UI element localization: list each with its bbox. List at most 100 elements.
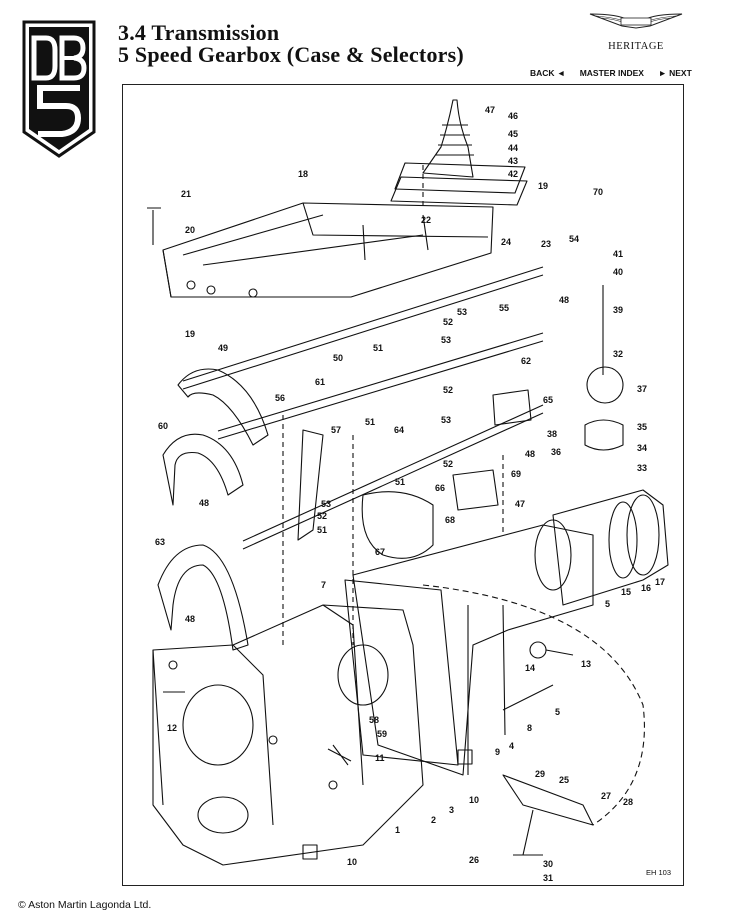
heritage-label: HERITAGE	[608, 41, 664, 52]
svg-text:17: 17	[655, 577, 665, 587]
copyright-notice: © Aston Martin Lagonda Ltd.	[18, 899, 152, 911]
db5-logo	[22, 20, 96, 158]
svg-text:65: 65	[543, 395, 553, 405]
svg-text:61: 61	[315, 377, 325, 387]
svg-text:7: 7	[321, 580, 326, 590]
svg-text:48: 48	[185, 614, 195, 624]
svg-text:36: 36	[551, 447, 561, 457]
aston-martin-brand: HERITAGE	[586, 10, 686, 52]
svg-text:53: 53	[457, 307, 467, 317]
svg-text:24: 24	[501, 237, 511, 247]
svg-text:12: 12	[167, 723, 177, 733]
svg-text:25: 25	[559, 775, 569, 785]
svg-text:41: 41	[613, 249, 623, 259]
page-title: 3.4 Transmission 5 Speed Gearbox (Case &…	[118, 22, 464, 66]
svg-text:40: 40	[613, 267, 623, 277]
svg-text:9: 9	[495, 747, 500, 757]
svg-text:43: 43	[508, 156, 518, 166]
title-line-1: 3.4 Transmission	[118, 20, 280, 45]
svg-text:50: 50	[333, 353, 343, 363]
svg-text:22: 22	[421, 215, 431, 225]
svg-text:54: 54	[569, 234, 579, 244]
svg-text:35: 35	[637, 422, 647, 432]
page-navigation: BACK ◄ MASTER INDEX ► NEXT	[530, 68, 692, 78]
figure-id: EH 103	[645, 868, 671, 877]
svg-text:60: 60	[158, 421, 168, 431]
svg-text:49: 49	[218, 343, 228, 353]
svg-text:69: 69	[511, 469, 521, 479]
svg-text:52: 52	[443, 317, 453, 327]
svg-text:68: 68	[445, 515, 455, 525]
svg-text:19: 19	[185, 329, 195, 339]
svg-text:45: 45	[508, 129, 518, 139]
svg-text:1: 1	[395, 825, 400, 835]
svg-text:18: 18	[298, 169, 308, 179]
svg-text:19: 19	[538, 181, 548, 191]
svg-text:38: 38	[547, 429, 557, 439]
svg-text:8: 8	[527, 723, 532, 733]
svg-text:48: 48	[199, 498, 209, 508]
svg-text:42: 42	[508, 169, 518, 179]
svg-text:20: 20	[185, 225, 195, 235]
svg-text:57: 57	[331, 425, 341, 435]
svg-text:32: 32	[613, 349, 623, 359]
svg-text:28: 28	[623, 797, 633, 807]
svg-text:37: 37	[637, 384, 647, 394]
svg-text:10: 10	[469, 795, 479, 805]
svg-text:5: 5	[605, 599, 610, 609]
back-link[interactable]: BACK ◄	[530, 68, 566, 78]
svg-text:47: 47	[515, 499, 525, 509]
svg-text:59: 59	[377, 729, 387, 739]
svg-text:67: 67	[375, 547, 385, 557]
svg-text:47: 47	[485, 105, 495, 115]
svg-text:39: 39	[613, 305, 623, 315]
title-line-2: 5 Speed Gearbox (Case & Selectors)	[118, 42, 464, 67]
svg-text:53: 53	[441, 335, 451, 345]
svg-text:52: 52	[443, 459, 453, 469]
svg-text:46: 46	[508, 111, 518, 121]
svg-text:5: 5	[555, 707, 560, 717]
svg-text:21: 21	[181, 189, 191, 199]
svg-text:58: 58	[369, 715, 379, 725]
svg-text:26: 26	[469, 855, 479, 865]
svg-text:31: 31	[543, 873, 553, 883]
svg-text:62: 62	[521, 356, 531, 366]
svg-text:3: 3	[449, 805, 454, 815]
svg-text:27: 27	[601, 791, 611, 801]
svg-text:53: 53	[321, 499, 331, 509]
svg-text:55: 55	[499, 303, 509, 313]
svg-text:11: 11	[375, 753, 385, 763]
svg-text:13: 13	[581, 659, 591, 669]
svg-text:34: 34	[637, 443, 647, 453]
svg-text:44: 44	[508, 143, 518, 153]
master-index-link[interactable]: MASTER INDEX	[579, 68, 644, 78]
svg-text:15: 15	[621, 587, 631, 597]
svg-text:66: 66	[435, 483, 445, 493]
svg-text:2: 2	[431, 815, 436, 825]
svg-text:16: 16	[641, 583, 651, 593]
svg-text:4: 4	[509, 741, 514, 751]
svg-text:63: 63	[155, 537, 165, 547]
svg-text:64: 64	[394, 425, 404, 435]
svg-text:48: 48	[559, 295, 569, 305]
svg-text:23: 23	[541, 239, 551, 249]
svg-text:51: 51	[395, 477, 405, 487]
svg-text:51: 51	[365, 417, 375, 427]
svg-text:48: 48	[525, 449, 535, 459]
next-link[interactable]: ► NEXT	[658, 68, 692, 78]
svg-text:52: 52	[443, 385, 453, 395]
svg-text:52: 52	[317, 511, 327, 521]
svg-text:51: 51	[373, 343, 383, 353]
svg-text:14: 14	[525, 663, 535, 673]
svg-text:33: 33	[637, 463, 647, 473]
svg-text:51: 51	[317, 525, 327, 535]
aston-martin-wings-icon	[589, 13, 683, 29]
svg-text:10: 10	[347, 857, 357, 867]
svg-text:53: 53	[441, 415, 451, 425]
svg-text:56: 56	[275, 393, 285, 403]
svg-text:29: 29	[535, 769, 545, 779]
svg-text:30: 30	[543, 859, 553, 869]
